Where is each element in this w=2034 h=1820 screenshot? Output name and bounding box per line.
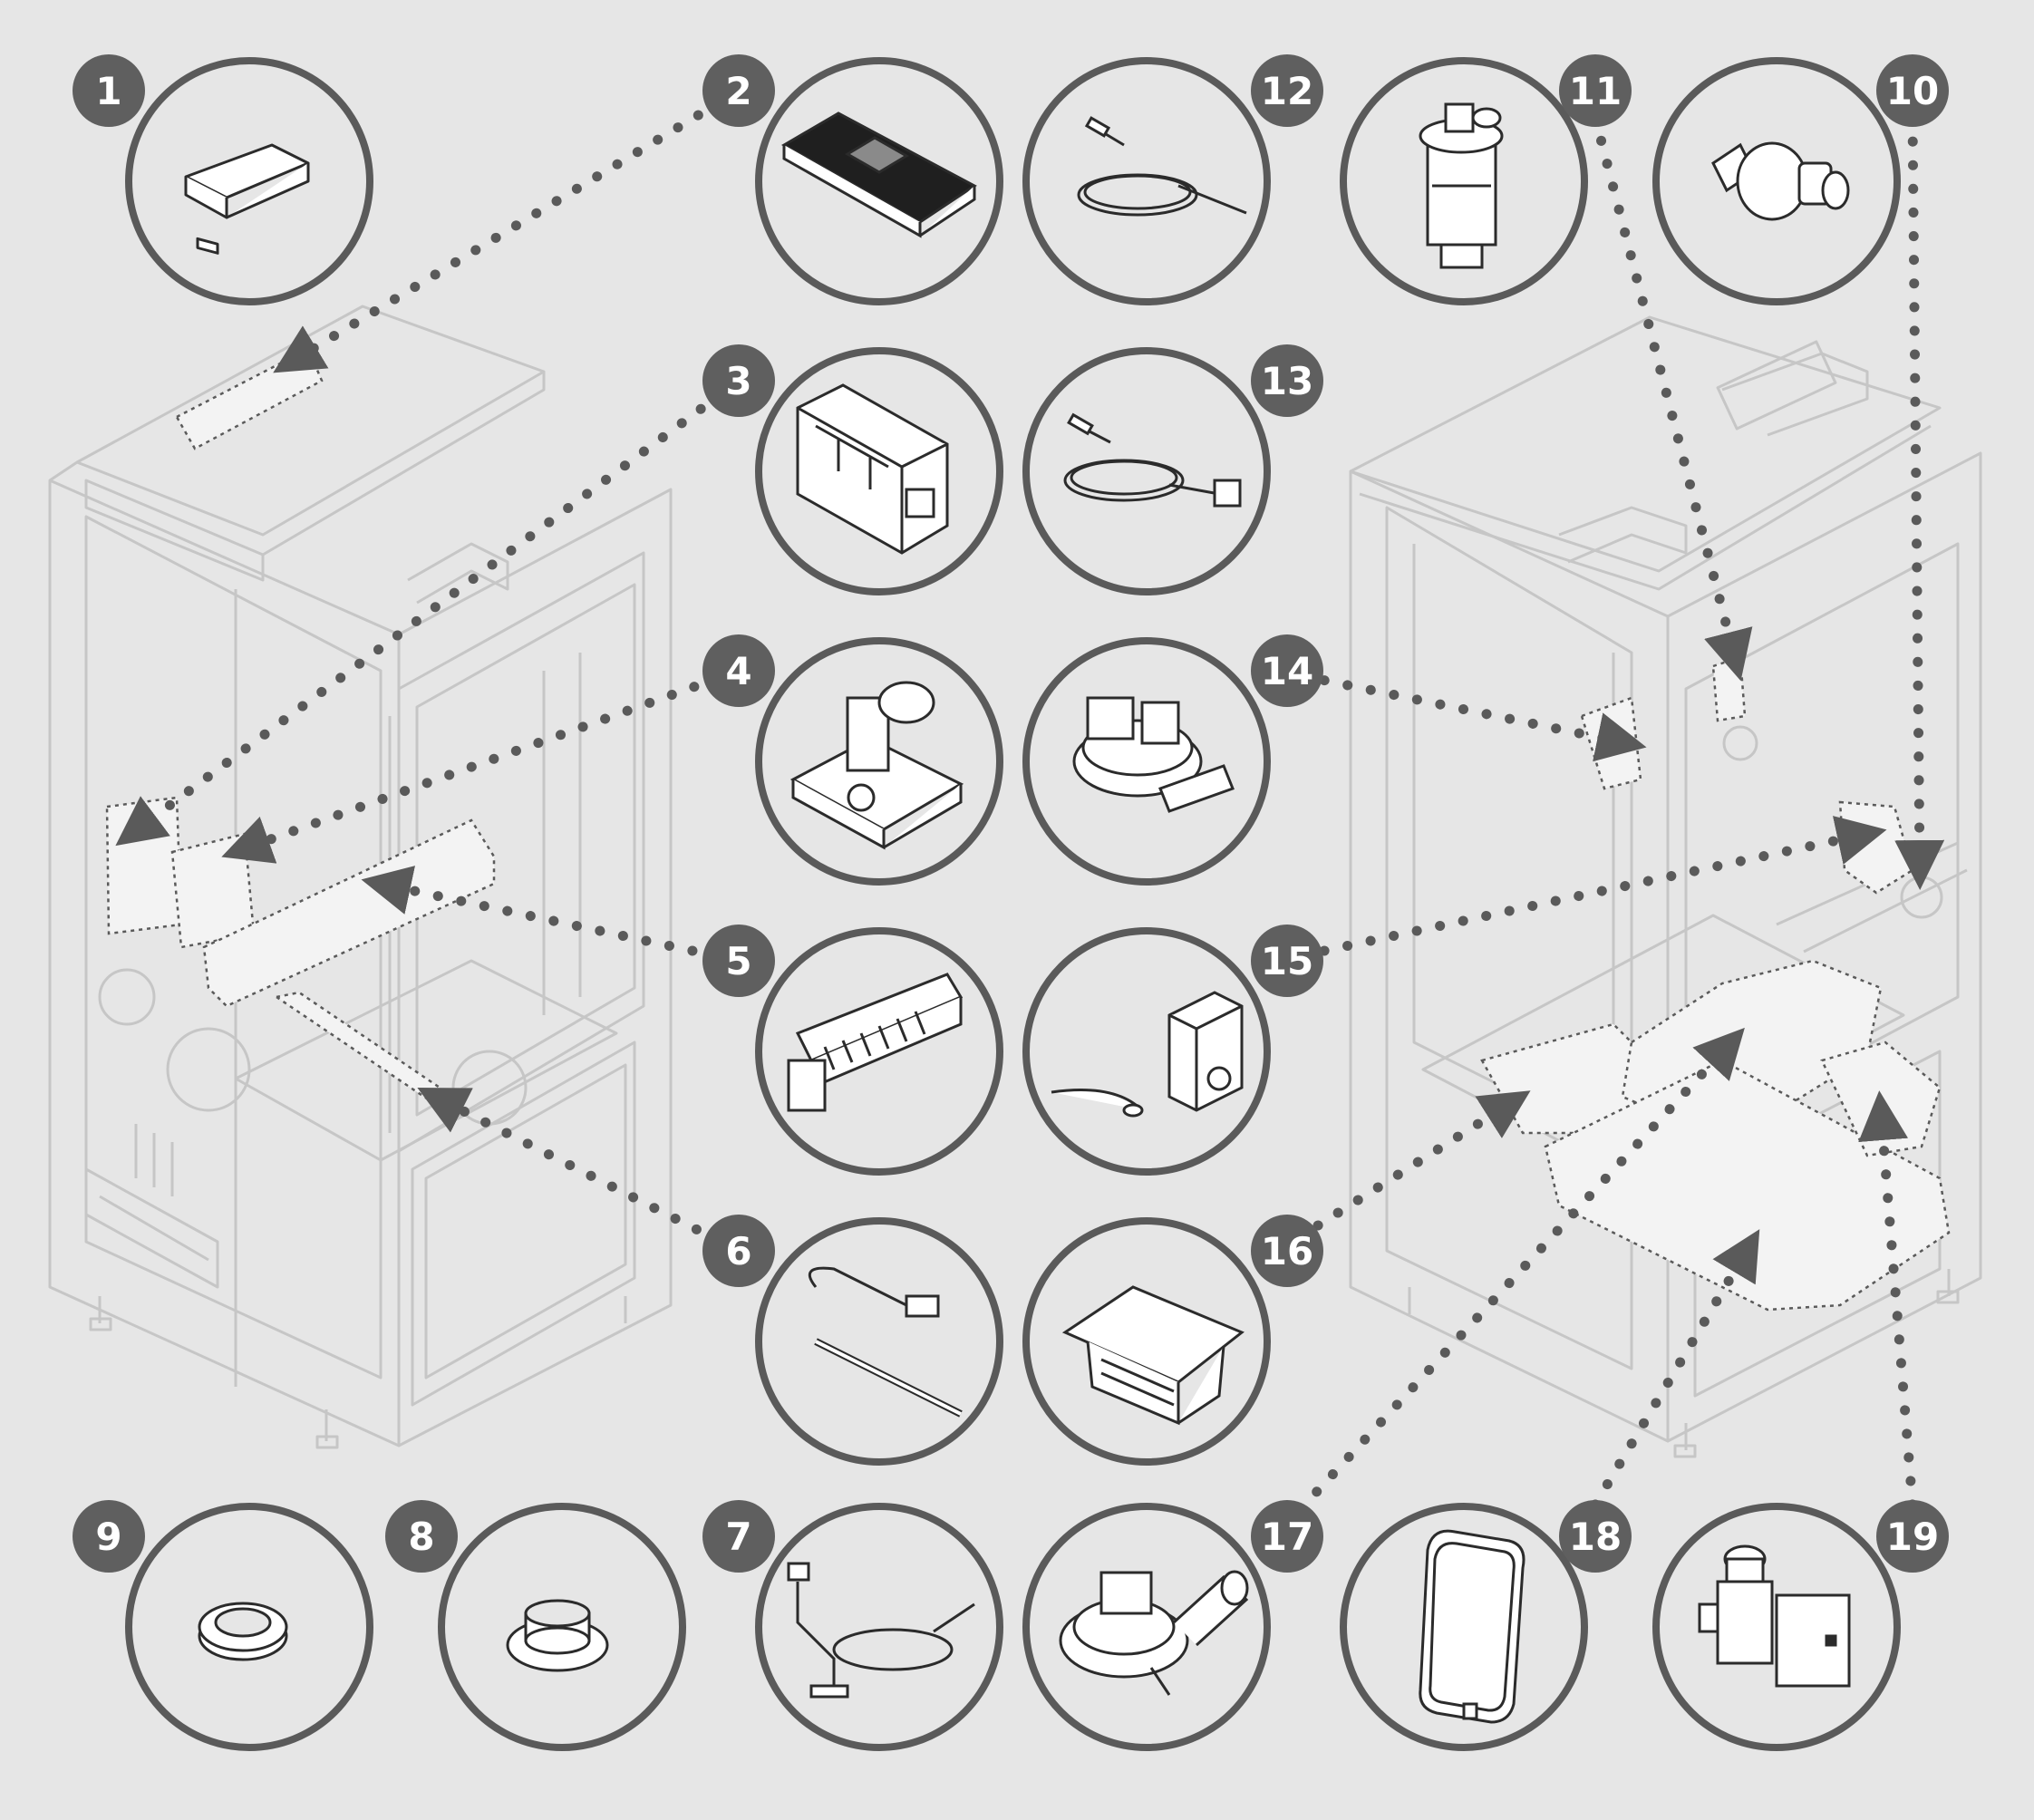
part-5-number: 5: [725, 939, 751, 983]
part-18-callout: 18: [1340, 1500, 1632, 1751]
part-13-callout: 13: [1022, 344, 1323, 595]
part-4-badge: [702, 634, 775, 707]
right-highlights: [1480, 655, 1951, 1312]
part-3-number: 3: [725, 359, 751, 403]
safety-thermostat-icon: [1051, 991, 1244, 1118]
leader-lines: [115, 85, 1945, 1515]
part-10-number: 10: [1886, 69, 1939, 113]
room-probe-icon: [1063, 412, 1242, 508]
gear-motor-icon: [789, 681, 964, 850]
part-8-badge: [385, 1500, 458, 1573]
part-4-callout: 4: [702, 634, 1003, 886]
part-13-number: 13: [1261, 359, 1313, 403]
part-3-badge: [702, 344, 775, 417]
air-vent-valve-icon: [1419, 102, 1504, 269]
pressure-transducer-icon: [1711, 141, 1850, 221]
left-highlights: [105, 347, 496, 1112]
part-18-number: 18: [1569, 1515, 1622, 1559]
part-16-number: 16: [1261, 1229, 1313, 1273]
part-19-callout: 19: [1652, 1500, 1949, 1751]
part-9-badge: [73, 1500, 145, 1573]
left-stove-cabinet: [48, 305, 673, 1449]
part-10-badge: [1876, 54, 1949, 127]
part-11-badge: [1559, 54, 1632, 127]
part-9-callout: 9: [73, 1500, 373, 1751]
part-1-number: 1: [95, 69, 121, 113]
expansion-vessel-icon: [1419, 1529, 1526, 1724]
part-14-callout: 14: [1022, 634, 1323, 886]
part-7-callout: 7: [702, 1500, 1003, 1751]
part-18-badge: [1559, 1500, 1632, 1573]
part-17-badge: [1251, 1500, 1323, 1573]
part-11-callout: 11: [1340, 54, 1632, 305]
part-6-callout: 6: [702, 1215, 1003, 1466]
part-12-badge: [1251, 54, 1323, 127]
part-5-badge: [702, 925, 775, 997]
part-16-callout: 16: [1022, 1215, 1323, 1466]
part-15-callout: 15: [1022, 925, 1323, 1176]
part-19-badge: [1876, 1500, 1949, 1573]
part-5-callout: 5: [702, 925, 1003, 1176]
water-probe-icon: [1077, 116, 1247, 217]
part-7-number: 7: [725, 1515, 751, 1559]
gasket-ring-icon: [198, 1602, 288, 1661]
part-15-badge: [1251, 925, 1323, 997]
smoke-extractor-fan-icon: [1059, 1570, 1249, 1696]
part-9-number: 9: [95, 1515, 121, 1559]
part-12-callout: 12: [1022, 54, 1323, 305]
part-1-badge: [73, 54, 145, 127]
temperature-probe-icon: [808, 1266, 963, 1418]
part-7-badge: [702, 1500, 775, 1573]
part-10-callout: 10: [1652, 54, 1949, 305]
part-17-callout: 17: [1022, 1500, 1323, 1751]
part-14-badge: [1251, 634, 1323, 707]
circulation-pump-icon: [1698, 1544, 1851, 1688]
burn-pot-icon: [1061, 1285, 1245, 1426]
flue-probe-icon: [787, 1562, 975, 1699]
part-15-number: 15: [1261, 939, 1313, 983]
electronic-board-icon: [796, 383, 949, 555]
part-3-callout: 3: [702, 344, 1003, 595]
part-2-callout: 2: [702, 54, 1003, 305]
part-6-number: 6: [725, 1229, 751, 1273]
part-2-number: 2: [725, 69, 751, 113]
part-1-callout: 1: [73, 54, 373, 305]
part-17-number: 17: [1261, 1515, 1313, 1559]
part-14-number: 14: [1261, 649, 1313, 693]
part-2-badge: [702, 54, 775, 127]
pressure-switch-icon: [1072, 696, 1235, 813]
part-8-number: 8: [408, 1515, 434, 1559]
part-8-callout: 8: [385, 1500, 686, 1751]
part-13-badge: [1251, 344, 1323, 417]
part-11-number: 11: [1569, 69, 1622, 113]
part-12-number: 12: [1261, 69, 1313, 113]
part-16-badge: [1251, 1215, 1323, 1287]
part-19-number: 19: [1886, 1515, 1939, 1559]
part-4-number: 4: [725, 649, 751, 693]
part-6-badge: [702, 1215, 775, 1287]
control-board-small-icon: [184, 143, 310, 255]
control-panel-display-icon: [780, 111, 977, 238]
right-stove-cabinet: [1349, 315, 1982, 1458]
tangential-fan-icon: [787, 973, 964, 1112]
seal-ring-icon: [506, 1599, 609, 1672]
